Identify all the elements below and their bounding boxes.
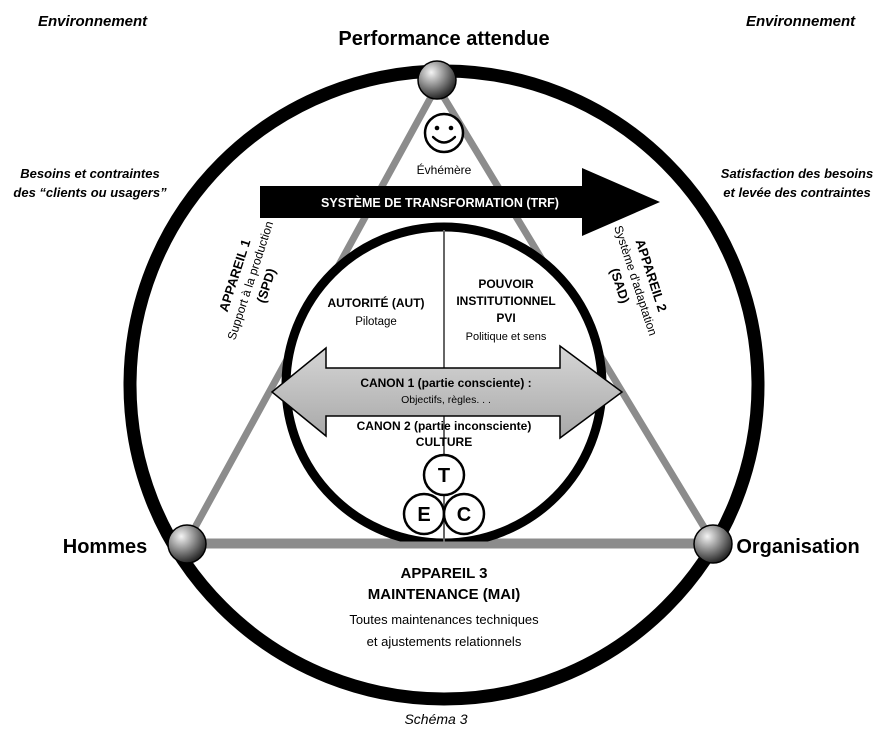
app3-line1: APPAREIL 3 — [401, 565, 488, 582]
env-left: Environnement — [38, 13, 148, 30]
left-side-line2: des “clients ou usagers” — [13, 185, 167, 200]
aut-title: AUTORITÉ (AUT) — [327, 295, 424, 310]
right-side-line2: et levée des contraintes — [723, 185, 870, 200]
pvi-sub: Politique et sens — [466, 331, 547, 343]
right-vertex-ball — [693, 524, 733, 564]
left-vertex-ball — [167, 524, 207, 564]
aut-sub: Pilotage — [355, 316, 397, 328]
trf-label: SYSTÈME DE TRANSFORMATION (TRF) — [321, 195, 559, 210]
top-vertex-ball — [417, 60, 457, 100]
app3-line3: Toutes maintenances techniques — [349, 612, 539, 627]
trf-arrow-shape — [260, 168, 660, 236]
pvi-line1: POUVOIR — [478, 277, 534, 291]
left-vertex-label: Hommes — [63, 536, 147, 558]
right-vertex-label: Organisation — [736, 536, 859, 558]
canon1-title: CANON 1 (partie consciente) : — [360, 376, 531, 390]
caption: Schéma 3 — [404, 711, 467, 727]
tec-e: E — [417, 504, 430, 526]
smiley-label: Évhémère — [417, 162, 472, 177]
tec-circles — [402, 453, 486, 536]
pvi-line2: INSTITUTIONNEL — [456, 294, 555, 308]
app3-line4: et ajustements relationnels — [367, 634, 522, 649]
app3-line2: MAINTENANCE (MAI) — [368, 586, 520, 603]
top-vertex-label: Performance attendue — [338, 28, 549, 50]
pvi-line3: PVI — [496, 311, 515, 325]
right-side-line1: Satisfaction des besoins — [721, 166, 873, 181]
smiley-icon — [423, 112, 465, 154]
left-side-line1: Besoins et contraintes — [20, 166, 159, 181]
canon1-arrow-shape — [270, 344, 624, 440]
canon2-line2: CULTURE — [416, 435, 472, 449]
canon2-line1: CANON 2 (partie inconsciente) — [357, 419, 532, 433]
tec-circle-t — [422, 453, 466, 497]
canon1-sub: Objectifs, règles. . . — [401, 394, 491, 406]
tec-t: T — [438, 465, 450, 487]
tec-circle-c — [442, 492, 486, 536]
tec-c: C — [457, 504, 471, 526]
env-right: Environnement — [746, 13, 856, 30]
